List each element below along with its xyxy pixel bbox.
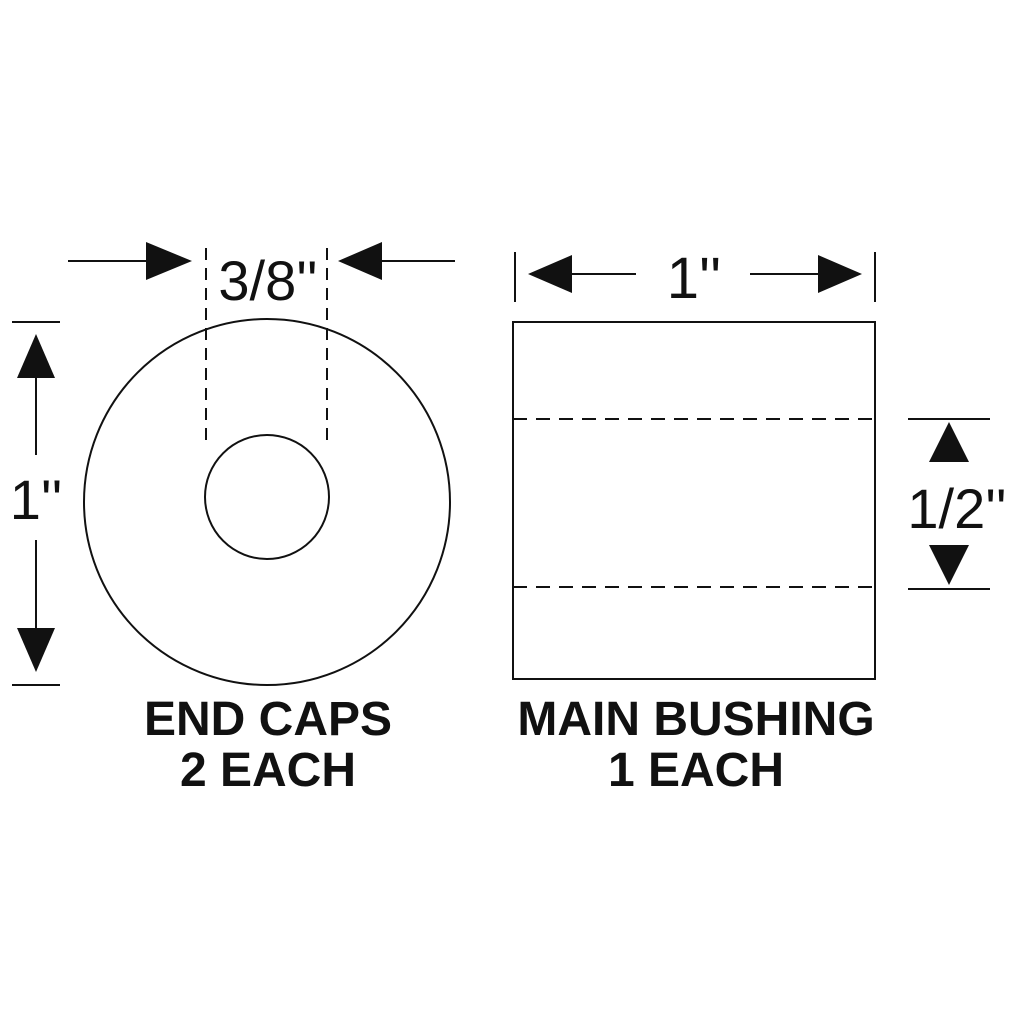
main-bushing-caption-line2: 1 EACH (608, 744, 784, 797)
main-bushing-bore-dimension-arrows (908, 418, 990, 590)
end-cap-outer-dimension-arrows (12, 321, 60, 686)
end-cap-caption-line2: 2 EACH (180, 744, 356, 797)
end-cap-drawing: 3/8'' 1'' END CAPS 2 EACH (10, 242, 455, 797)
main-bushing-length-dimension-label: 1'' (667, 246, 721, 311)
end-cap-outer-circle (83, 318, 451, 686)
main-bushing-outline (512, 321, 876, 680)
end-cap-bore-circle (204, 434, 330, 560)
main-bushing-caption-line1: MAIN BUSHING (517, 693, 874, 746)
end-cap-caption-line1: END CAPS (144, 693, 392, 746)
end-cap-bore-dimension-label: 3/8'' (218, 249, 317, 312)
end-cap-outer-dimension-label: 1'' (10, 468, 63, 531)
main-bushing-bore-dimension-label: 1/2'' (907, 477, 1006, 540)
main-bushing-drawing: 1'' 1/2'' MAIN BUSHING 1 EACH (512, 246, 1007, 797)
main-bushing-length-dimension-arrows (514, 252, 876, 302)
end-cap-bore-dimension-arrows (68, 242, 455, 280)
